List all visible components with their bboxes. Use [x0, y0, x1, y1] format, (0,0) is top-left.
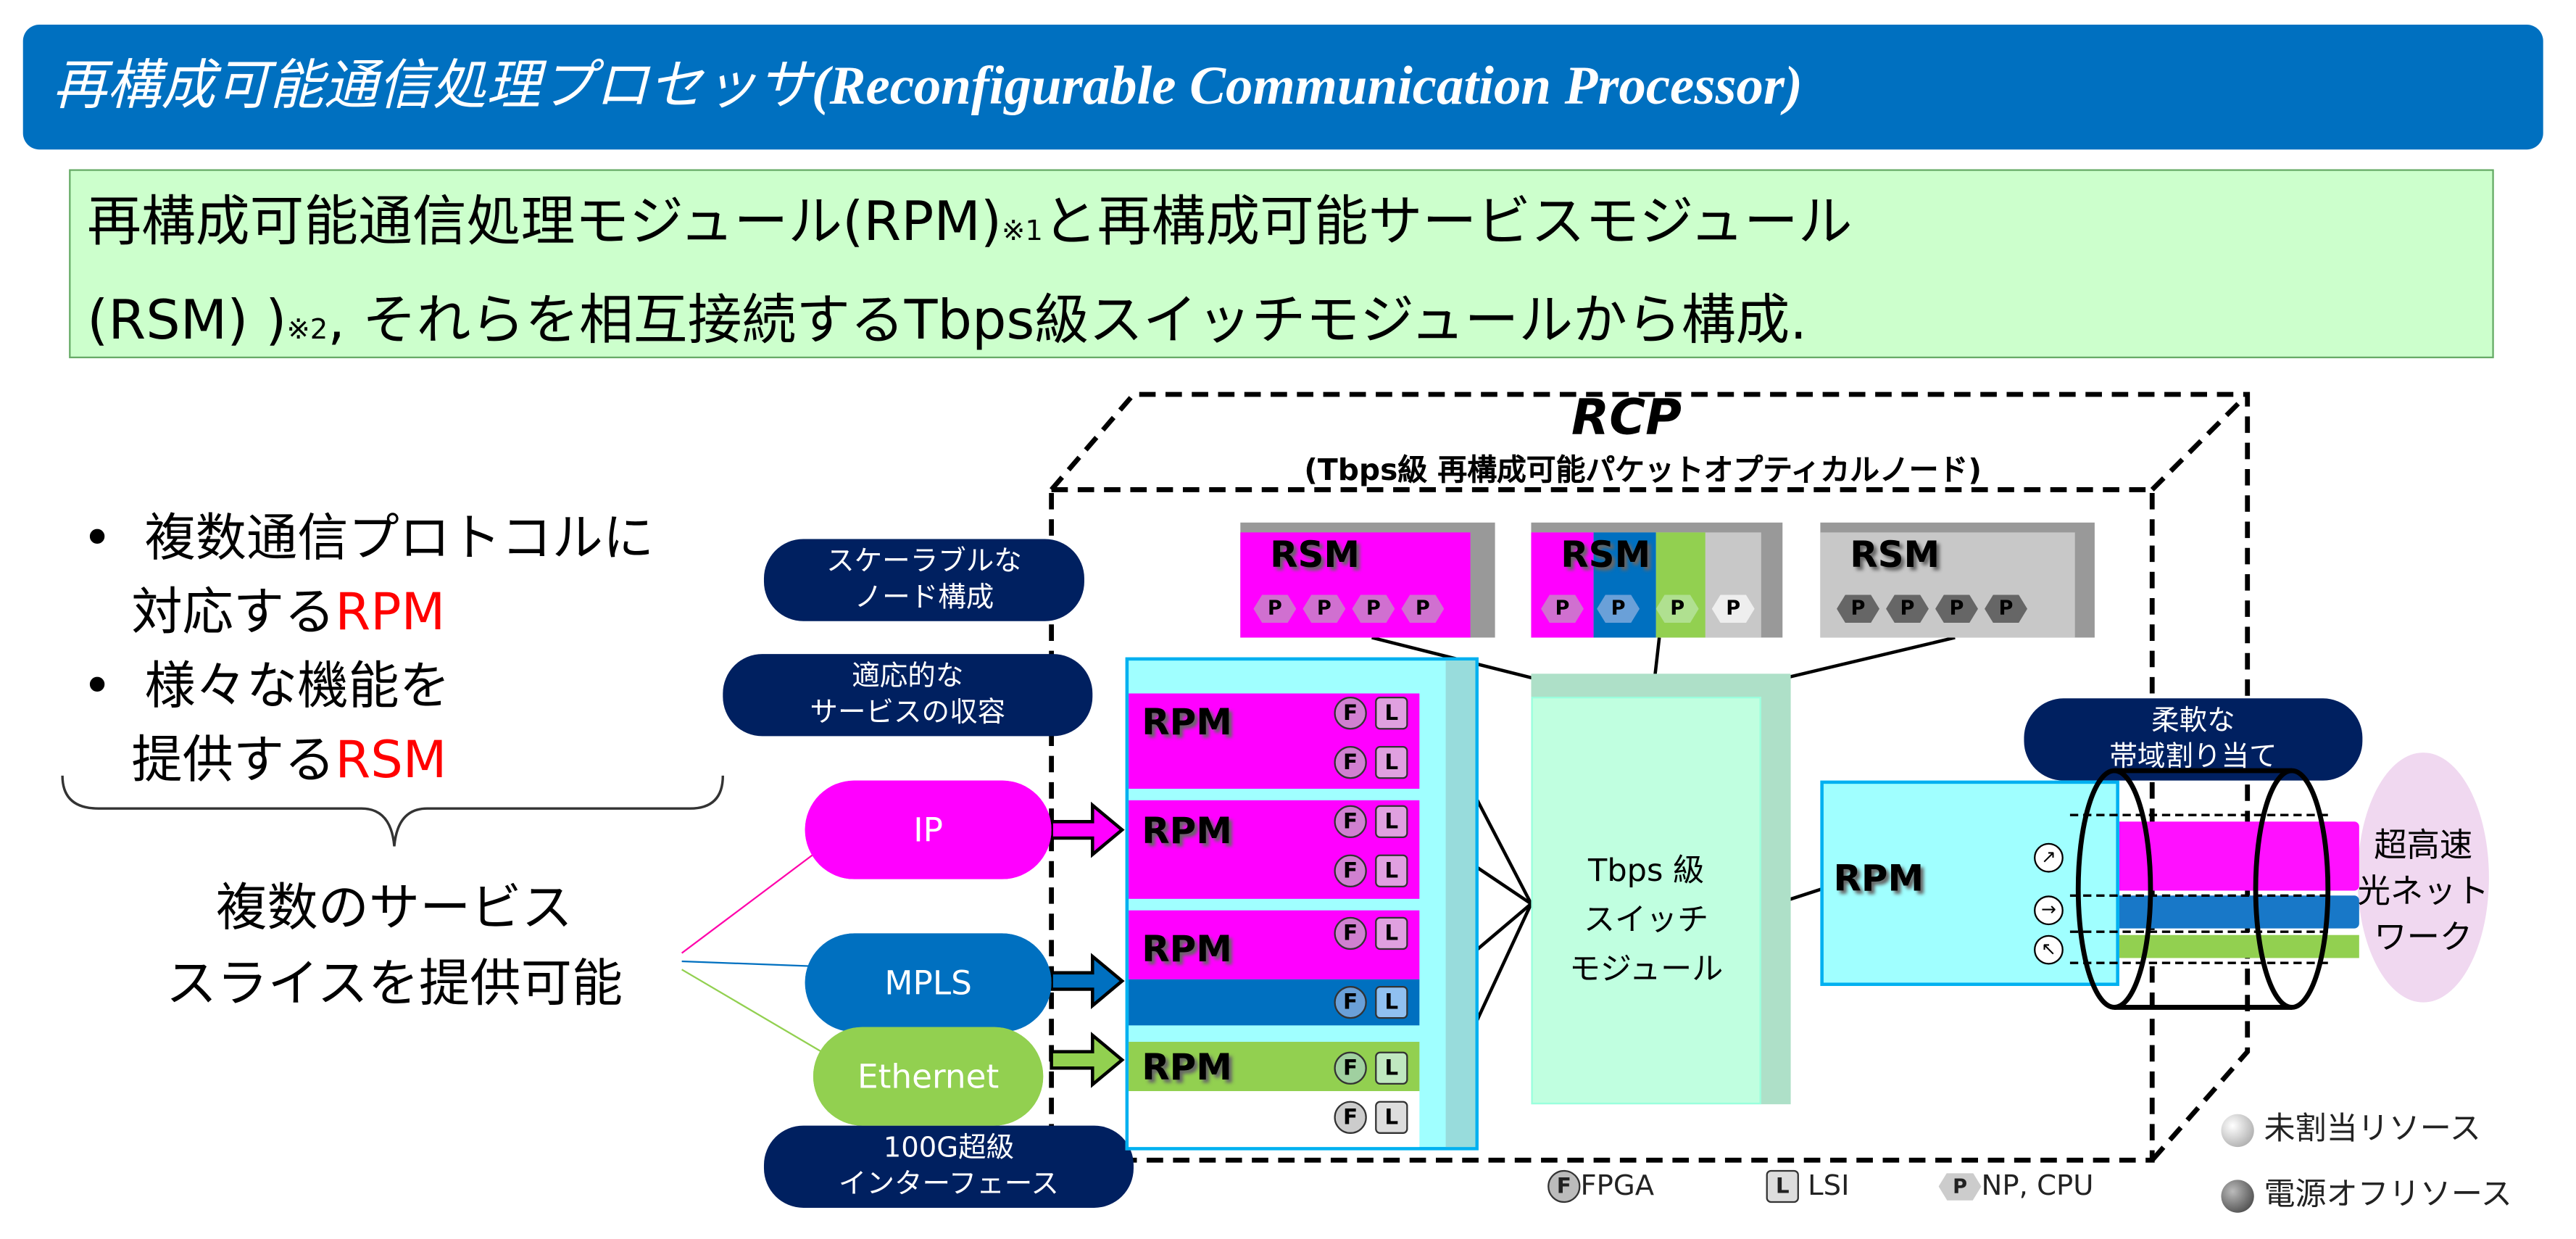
- pill-adaptive: 適応的なサービスの収容: [723, 654, 1093, 737]
- lsi-chip: L: [1375, 746, 1408, 779]
- cloud-links: [681, 853, 822, 1053]
- cloud-ip: IP: [805, 780, 1052, 879]
- unassigned-dot: [2221, 1113, 2254, 1146]
- lsi-chip: L: [1375, 854, 1408, 887]
- switch-module: Tbps 級スイッチモジュール: [1531, 674, 1791, 1105]
- band-magenta: [2069, 821, 2359, 891]
- gauge-icon: ↖: [2034, 935, 2064, 965]
- title-bar: 再構成可能通信処理プロセッサ(Reconfigurable Communicat…: [22, 24, 2543, 150]
- lsi-chip: L: [1375, 1051, 1408, 1085]
- lsi-chip: L: [1375, 1101, 1408, 1134]
- arrow-mpls: [1050, 953, 1125, 1009]
- switch-text: スイッチ: [1583, 902, 1709, 939]
- fpga-chip: F: [1334, 697, 1367, 730]
- np-chip: P: [1352, 594, 1395, 623]
- summary-box: 再構成可能通信処理モジュール(RPM)※1と再構成可能サービスモジュール (RS…: [69, 169, 2494, 359]
- np-chip: P: [1541, 594, 1584, 623]
- legend-unassigned: 未割当リソース: [2221, 1104, 2481, 1148]
- fpga-chip: F: [1334, 985, 1367, 1019]
- cloud-mpls: MPLS: [805, 933, 1052, 1032]
- optical-network-label: 超高速光ネットワーク: [2357, 824, 2489, 957]
- arrow-ethernet: [1050, 1032, 1125, 1088]
- pill-100g: 100G超級インターフェース: [763, 1125, 1134, 1208]
- bullet-1: • 複数通信プロトコルに: [82, 509, 655, 569]
- summary-text: (RSM) ): [87, 287, 287, 352]
- rcp-subtitle: (Tbps級 再構成可能パケットオプティカルノード): [1304, 453, 1982, 489]
- rpm-label: RPM: [1142, 703, 1232, 745]
- title-jp: 再構成可能通信処理プロセッサ: [52, 57, 812, 117]
- footnote-mark: ※2: [286, 313, 328, 347]
- band-blue: [2069, 895, 2359, 929]
- fpga-chip: F: [1334, 805, 1367, 838]
- legend-power-off: 電源オフリソース: [2221, 1170, 2512, 1214]
- rpm-label: RPM: [1142, 1048, 1232, 1090]
- brace: [61, 775, 725, 847]
- summary-text: 再構成可能通信処理モジュール(RPM): [87, 188, 1002, 254]
- arrows: [1050, 801, 1125, 1088]
- fpga-chip: F: [1334, 1101, 1367, 1134]
- gauge-icon: ↗: [2034, 842, 2064, 873]
- fpga-chip: F: [1334, 916, 1367, 950]
- lsi-chip: L: [1375, 985, 1408, 1019]
- np-chip: P: [1935, 594, 1978, 623]
- switch-text: Tbps 級: [1588, 853, 1705, 890]
- rpm-optical: RPM ↗ → ↖: [1820, 780, 2119, 986]
- summary-text: と再構成可能サービスモジュール: [1042, 188, 1853, 254]
- np-chip: P: [1886, 594, 1929, 623]
- np-chip: P: [1985, 594, 2027, 623]
- lsi-chip: L: [1375, 916, 1408, 950]
- summary-text: , それらを相互接続するTbps級スイッチモジュールから構成.: [328, 287, 1808, 352]
- lsi-chip: L: [1375, 697, 1408, 730]
- np-chip: P: [1401, 594, 1445, 623]
- power-off-dot: [2221, 1179, 2254, 1212]
- pill-scalable: スケーラブルなノード構成: [763, 539, 1084, 621]
- rpm-label: RPM: [1833, 859, 1924, 901]
- bullet-2: • 様々な機能を: [82, 657, 451, 717]
- rpm-label: RPM: [1142, 811, 1232, 853]
- slices-text: 複数のサービススライスを提供可能: [165, 879, 623, 1014]
- np-chip: P: [1655, 594, 1699, 623]
- lsi-chip: L: [1375, 805, 1408, 838]
- optical-network-ellipse: [2357, 753, 2489, 1003]
- gauge-icon: →: [2034, 895, 2064, 926]
- switch-text: モジュール: [1569, 951, 1724, 988]
- np-chip: P: [1711, 594, 1755, 623]
- rcp-title: RCP: [1571, 389, 1682, 447]
- bullet-2-line2: 提供するRSM: [131, 731, 447, 791]
- footnote-mark: ※1: [1002, 215, 1043, 249]
- cloud-ethernet: Ethernet: [813, 1027, 1044, 1126]
- fpga-chip: F: [1334, 854, 1367, 887]
- np-chip: P: [1597, 594, 1640, 623]
- arrow-ip: [1050, 801, 1125, 858]
- np-chip: P: [1302, 594, 1346, 623]
- legend-lsi: L LSI: [1766, 1169, 1849, 1203]
- np-chip: P: [1837, 594, 1879, 623]
- bullet-1-line2: 対応するRPM: [131, 583, 446, 643]
- fpga-chip: F: [1334, 746, 1367, 779]
- title-en: (Reconfigurable Communication Processor): [811, 57, 1803, 117]
- rpm-label: RPM: [1142, 929, 1232, 971]
- fpga-chip: F: [1334, 1051, 1367, 1085]
- np-chip: P: [1253, 594, 1297, 623]
